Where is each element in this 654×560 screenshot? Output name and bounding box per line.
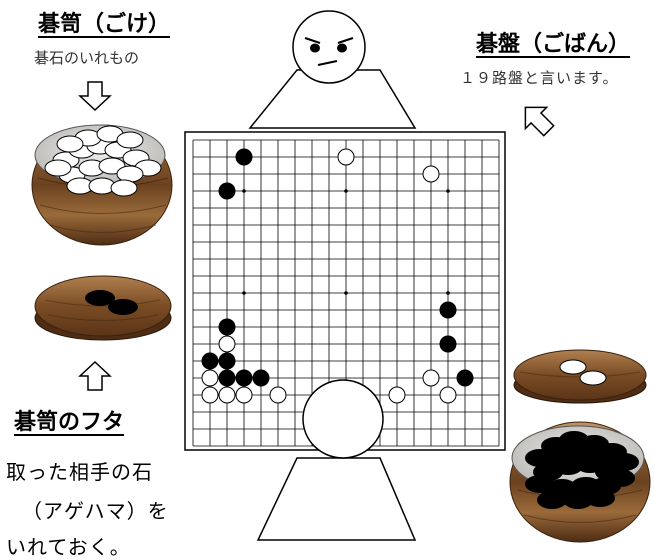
pile-black-stone: [537, 491, 567, 509]
diagonal-arrow-icon: [524, 106, 555, 137]
black-stone[interactable]: [218, 182, 236, 200]
bowl-lid-right[interactable]: [513, 349, 647, 404]
pile-white-stone: [56, 135, 84, 153]
self-body: [256, 457, 417, 541]
lid-title: 碁笥のフタ: [14, 409, 125, 435]
pile-black-stone: [585, 489, 615, 507]
black-stone[interactable]: [439, 335, 457, 353]
black-stone[interactable]: [456, 369, 474, 387]
self-head: [302, 379, 384, 459]
up-arrow-icon: [78, 360, 112, 391]
self-player-figure: [256, 379, 417, 541]
opponent-player-figure: [248, 10, 417, 129]
board-caption: １９路盤と言います。: [460, 69, 619, 87]
star-point: [242, 291, 246, 295]
black-stone[interactable]: [201, 352, 219, 370]
lid-caption-line-1: 取った相手の石: [6, 460, 153, 484]
bowl-caption: 碁石のいれもの: [34, 49, 140, 67]
pile-black-stone: [545, 447, 575, 465]
star-point: [344, 189, 348, 193]
bowl-black-stones: [525, 431, 639, 509]
captured-black-stone: [85, 290, 115, 306]
down-arrow-icon: [78, 81, 112, 112]
white-stone[interactable]: [218, 386, 236, 404]
bowl-title: 碁笥（ごけ）: [38, 11, 171, 37]
white-stone[interactable]: [422, 369, 440, 387]
bowl-lid-left[interactable]: [34, 275, 172, 341]
board-title: 碁盤（ごばん）: [476, 31, 631, 57]
pile-white-stone: [44, 159, 72, 177]
captured-black-stone: [108, 299, 138, 315]
captured-white-stone: [559, 359, 587, 375]
pile-white-stone: [110, 179, 138, 197]
white-stone[interactable]: [269, 386, 287, 404]
opponent-face: [304, 37, 354, 66]
white-stone[interactable]: [388, 386, 406, 404]
black-stone[interactable]: [218, 352, 236, 370]
pile-white-stone: [116, 165, 144, 183]
white-stone[interactable]: [201, 369, 219, 387]
black-stone[interactable]: [235, 148, 253, 166]
white-stone[interactable]: [422, 165, 440, 183]
pile-black-stone: [563, 491, 593, 509]
pile-black-stone: [605, 469, 635, 487]
bowl-white-stones: [44, 125, 162, 197]
star-point: [344, 291, 348, 295]
lid-caption-line-2: （アゲハマ）を: [22, 499, 169, 523]
white-stone[interactable]: [235, 386, 253, 404]
opponent-head: [292, 10, 366, 84]
white-stone[interactable]: [218, 335, 236, 353]
black-stone[interactable]: [235, 369, 253, 387]
captured-white-stone: [579, 370, 607, 386]
white-stone[interactable]: [439, 386, 457, 404]
lid-caption-line-3: いれておく。: [6, 535, 131, 559]
black-stone[interactable]: [218, 369, 236, 387]
black-stone[interactable]: [252, 369, 270, 387]
white-stone[interactable]: [201, 386, 219, 404]
star-point: [242, 189, 246, 193]
go-bowl-black[interactable]: [509, 421, 651, 543]
white-stone[interactable]: [337, 148, 355, 166]
go-bowl-white[interactable]: [31, 124, 173, 246]
board-stones[interactable]: [201, 148, 474, 404]
star-point: [446, 189, 450, 193]
black-stone[interactable]: [218, 318, 236, 336]
star-point: [446, 291, 450, 295]
black-stone[interactable]: [439, 301, 457, 319]
pile-white-stone: [116, 131, 144, 149]
pile-black-stone: [585, 447, 615, 465]
